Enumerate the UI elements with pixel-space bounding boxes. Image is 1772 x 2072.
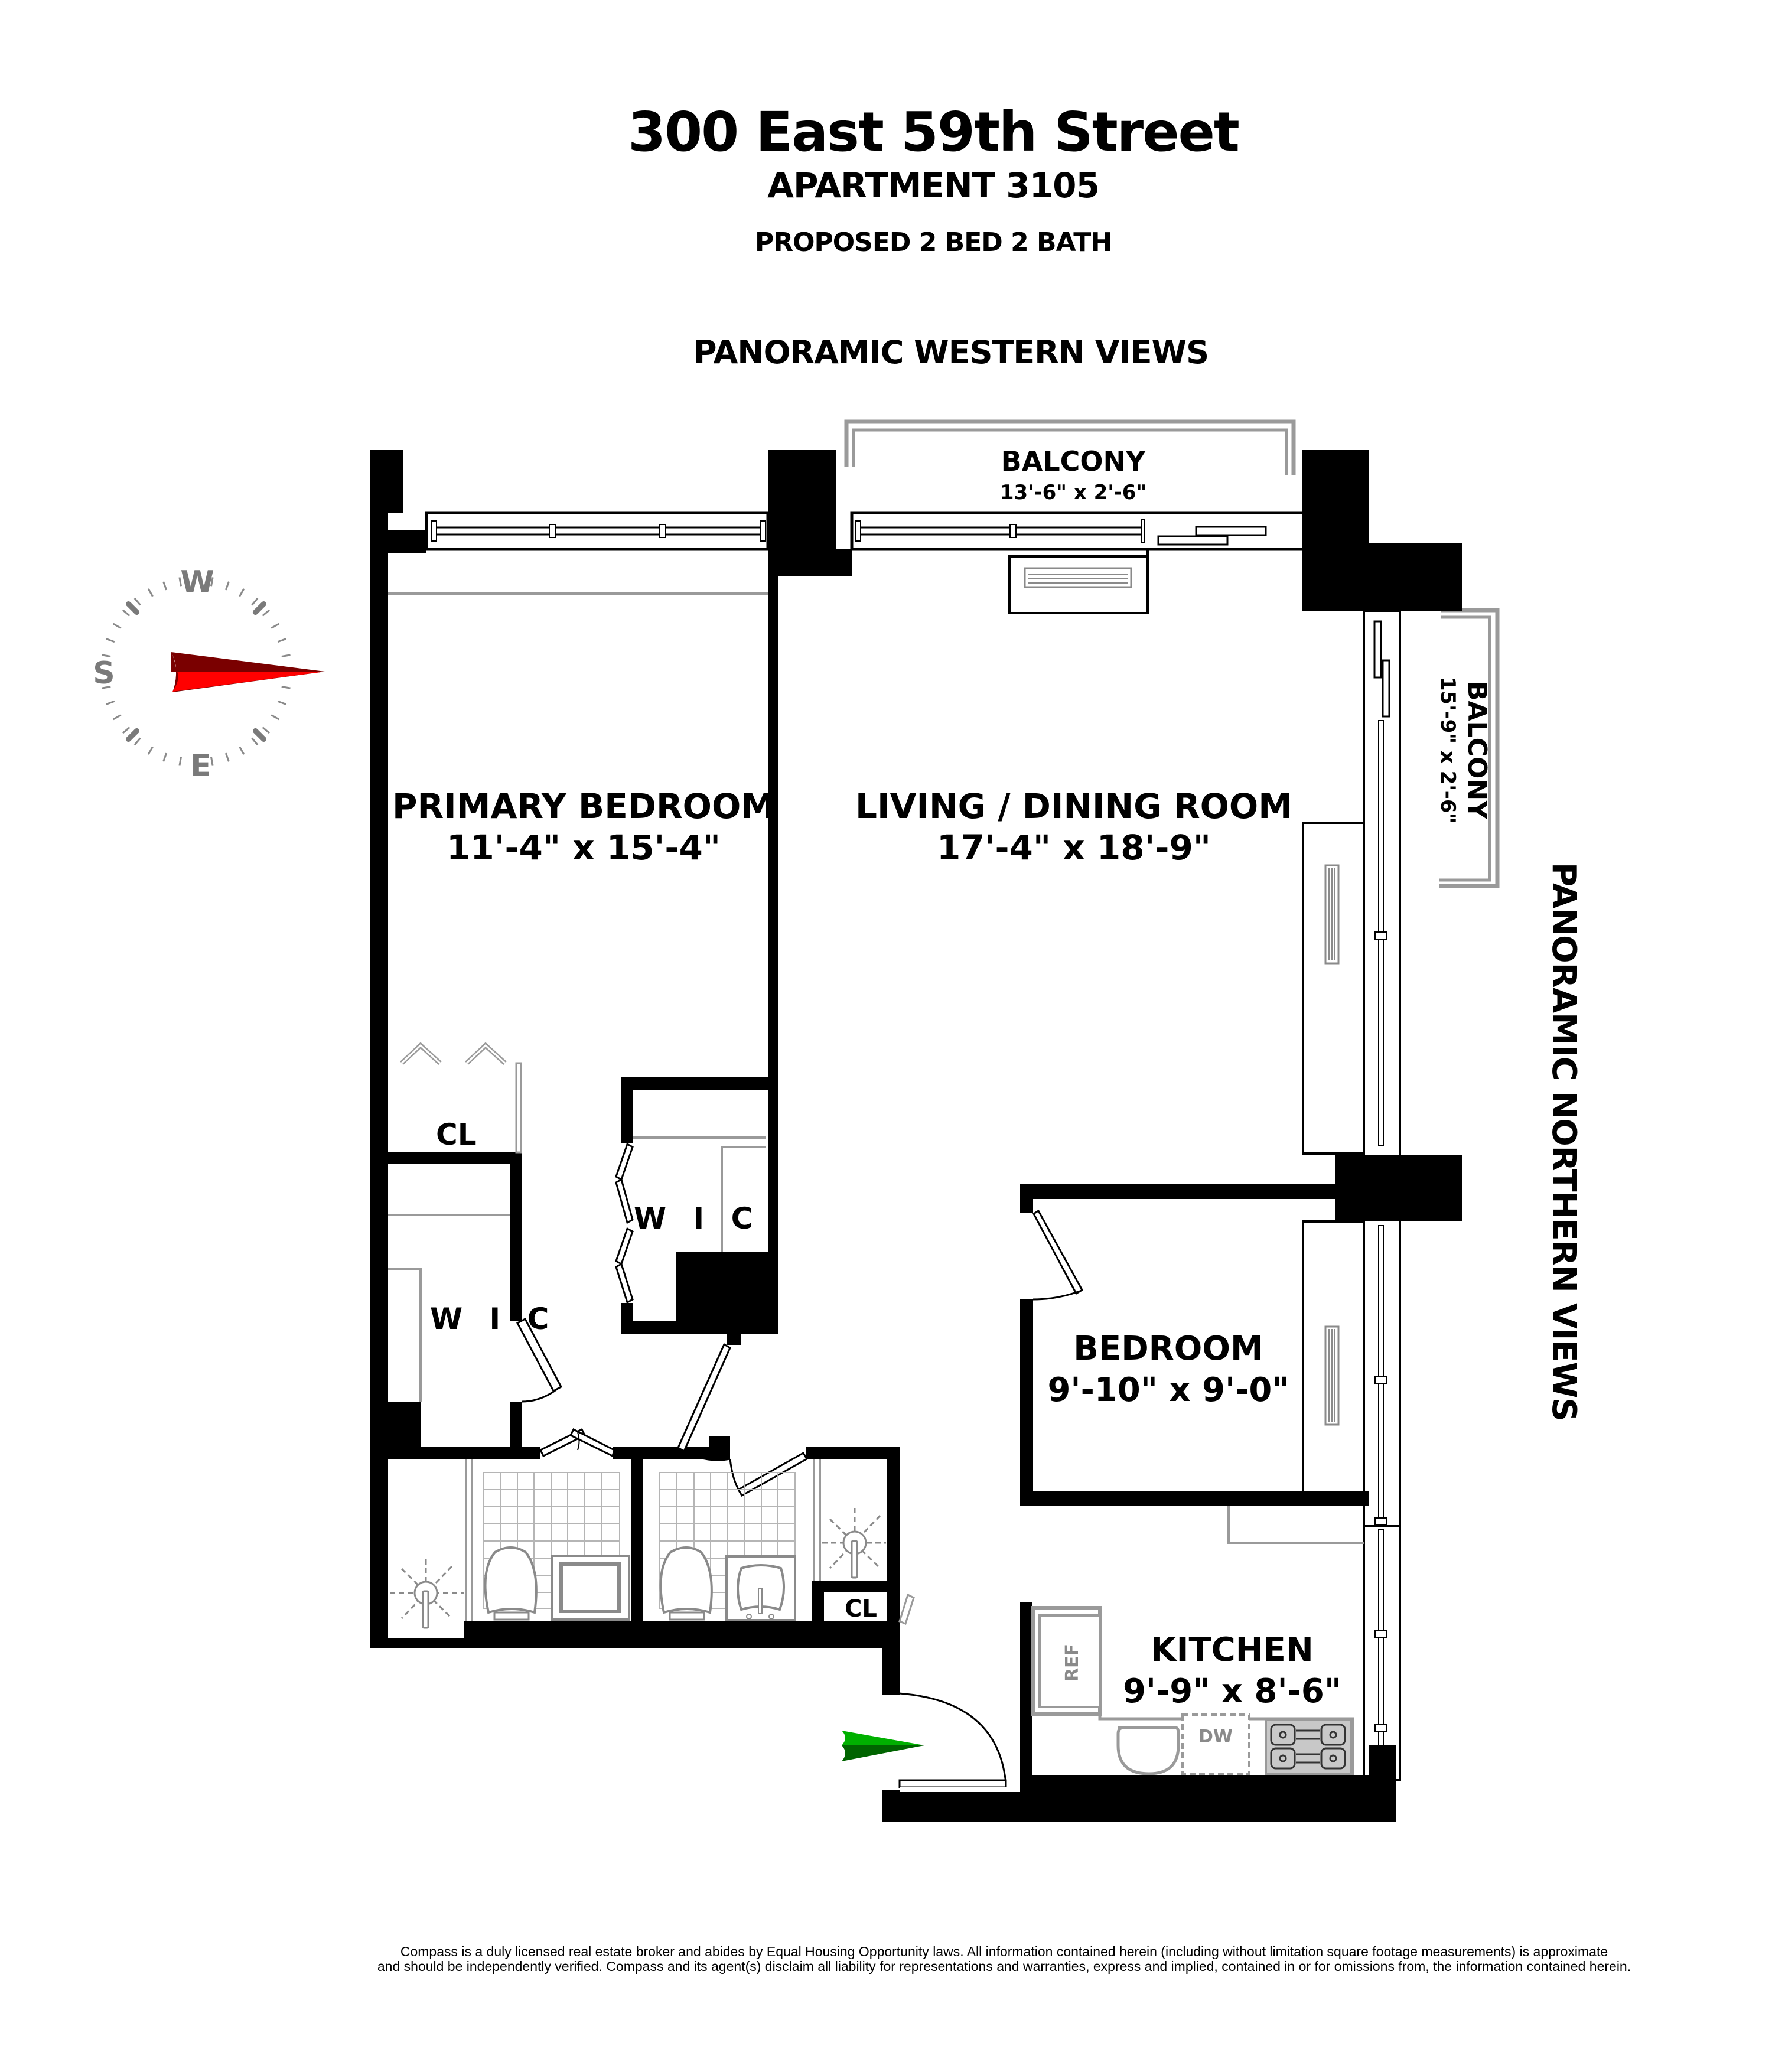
- toilet-1-icon: [484, 1546, 538, 1621]
- living-dining-dims: 17'-4" x 18'-9": [937, 828, 1211, 868]
- layout-description: PROPOSED 2 BED 2 BATH: [754, 227, 1112, 258]
- entry-closet: CL: [845, 1593, 915, 1625]
- wic-primary-label: W I C: [430, 1302, 557, 1336]
- apartment-number: APARTMENT 3105: [767, 165, 1100, 206]
- dishwasher-label: DW: [1198, 1726, 1233, 1747]
- balcony-top-railing-inner: [852, 428, 1288, 475]
- bedroom-dims: 9'-10" x 9'-0": [1047, 1371, 1289, 1409]
- hvac-unit-bedroom: [1302, 1220, 1365, 1494]
- wic-primary: W I C: [388, 1214, 563, 1403]
- toilet-2-icon: [659, 1546, 713, 1621]
- primary-bedroom-dims: 11'-4" x 15'-4": [447, 828, 721, 868]
- bath1-door: [539, 1428, 615, 1458]
- compass-letter-left: S: [93, 656, 115, 691]
- compass-needle-dark: [171, 652, 325, 672]
- balcony-right-railing-outer: [1439, 608, 1500, 888]
- wic-center-label: W I C: [634, 1201, 761, 1236]
- compass-major-ticks: [125, 601, 267, 742]
- balcony-top-name: BALCONY: [1001, 445, 1146, 477]
- compass-ticks: [102, 577, 291, 766]
- living-dining-name: LIVING / DINING ROOM: [855, 786, 1292, 826]
- compass-letter-bottom: E: [190, 748, 211, 784]
- window-right: [1363, 610, 1401, 1781]
- western-views-label: PANORAMIC WESTERN VIEWS: [693, 334, 1209, 371]
- compass-icon: W S E: [93, 565, 325, 784]
- compass-letter-top: W: [180, 565, 214, 600]
- hvac-unit-living: [1302, 822, 1365, 1155]
- balcony-top: BALCONY 13'-6" x 2'-6": [844, 419, 1296, 504]
- balcony-right-name: BALCONY: [1462, 681, 1492, 820]
- entry-door: [898, 1692, 1020, 1792]
- refrigerator-icon: REF: [1031, 1606, 1102, 1716]
- walls: [370, 450, 1462, 1822]
- refrigerator-label: REF: [1062, 1644, 1083, 1682]
- window-top-left: [425, 511, 770, 551]
- kitchen: REF DW: [1031, 1506, 1364, 1775]
- dishwasher-icon: DW: [1181, 1713, 1250, 1775]
- bathroom-2: [659, 1459, 886, 1621]
- balcony-top-dims: 13'-6" x 2'-6": [1000, 481, 1146, 504]
- window-top-right: [850, 511, 1307, 551]
- shower-valve-icon: [390, 1559, 464, 1630]
- disclaimer-line-1: Compass is a duly licensed real estate b…: [400, 1944, 1608, 1959]
- sink-icon: [1116, 1726, 1180, 1775]
- hvac-unit-top: [852, 548, 1149, 614]
- vanity-2-icon: [725, 1555, 796, 1621]
- kitchen-dims: 9'-9" x 8'-6": [1123, 1672, 1341, 1711]
- compass-needle-light: [172, 672, 325, 692]
- disclaimer-line-2: and should be independently verified. Co…: [377, 1959, 1631, 1974]
- entry-arrow-icon: [842, 1731, 924, 1761]
- balcony-right-dims: 15'-9" x 2'-6": [1436, 677, 1460, 823]
- vanity-1-icon: [551, 1555, 630, 1621]
- wic-center: W I C: [615, 1136, 766, 1304]
- legal-disclaimer: Compass is a duly licensed real estate b…: [284, 1944, 1725, 1974]
- bedroom-door: [1032, 1209, 1084, 1301]
- bathroom-1: [390, 1459, 630, 1630]
- balcony-right: BALCONY 15'-9" x 2'-6": [1436, 608, 1500, 888]
- shower-valve-2-icon: [822, 1508, 886, 1579]
- balcony-right-railing-inner: [1439, 615, 1491, 882]
- stove-icon: [1265, 1719, 1353, 1775]
- balcony-top-railing-outer: [844, 419, 1296, 475]
- kitchen-name: KITCHEN: [1151, 1631, 1314, 1669]
- address-title: 300 East 59th Street: [628, 100, 1240, 164]
- primary-bedroom-name: PRIMARY BEDROOM: [392, 786, 775, 826]
- bedroom-name: BEDROOM: [1073, 1330, 1263, 1368]
- primary-closet: CL: [400, 1042, 522, 1154]
- entry-closet-label: CL: [845, 1595, 877, 1623]
- primary-closet-label: CL: [436, 1118, 477, 1152]
- hall-door: [677, 1343, 731, 1461]
